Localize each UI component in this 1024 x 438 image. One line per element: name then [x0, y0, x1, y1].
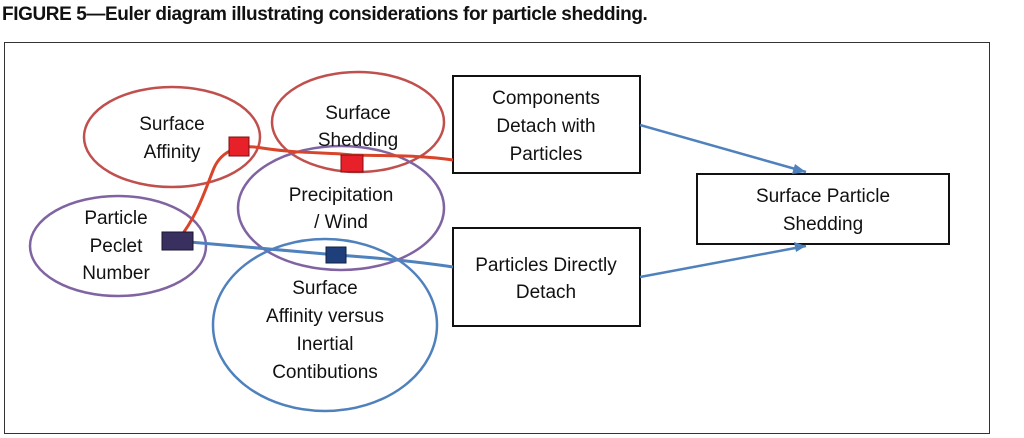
red-square-shedding: [340, 154, 364, 173]
label-surface-affinity-1: Surface: [139, 114, 204, 135]
label-inertial-1: Surface: [292, 278, 357, 299]
arrowhead-directly: [794, 242, 806, 252]
ellipse-particle-peclet: [28, 194, 208, 298]
box-components-detach: [452, 75, 641, 174]
arrow-components-to-shedding: [639, 123, 807, 174]
red-square-affinity: [228, 136, 250, 157]
label-directly-2: Detach: [516, 282, 576, 303]
label-shedding-box-2: Shedding: [783, 214, 863, 235]
red-influence-path: [176, 145, 454, 241]
label-surface-shedding-1: Surface: [325, 103, 390, 124]
label-inertial-2: Affinity versus: [266, 306, 384, 327]
blue-square-precipitation: [325, 246, 347, 264]
figure-caption: FIGURE 5—Euler diagram illustrating cons…: [2, 4, 648, 25]
ellipse-affinity-vs-inertial: [211, 237, 439, 413]
dark-square-peclet: [161, 231, 194, 251]
label-peclet-2: Peclet: [90, 236, 144, 257]
label-peclet-1: Particle: [84, 208, 147, 229]
label-precipitation-2: / Wind: [314, 212, 368, 233]
label-inertial-4: Contibutions: [272, 362, 378, 383]
ellipse-surface-affinity: [82, 85, 262, 189]
label-shedding-box-1: Surface Particle: [756, 186, 890, 207]
label-components-2: Detach with: [496, 116, 595, 137]
label-surface-shedding-2: Shedding: [318, 130, 398, 151]
label-peclet-3: Number: [82, 263, 150, 284]
label-directly-1: Particles Directly: [475, 255, 617, 276]
label-components-1: Components: [492, 88, 600, 109]
ellipse-precipitation-wind: [236, 144, 446, 272]
box-surface-particle-shedding: [696, 173, 950, 245]
label-inertial-3: Inertial: [296, 334, 353, 355]
label-precipitation-1: Precipitation: [289, 185, 394, 206]
arrowhead-components: [792, 164, 806, 174]
box-particles-directly: [452, 227, 641, 327]
arrow-directly-to-shedding: [639, 244, 807, 279]
label-surface-affinity-2: Affinity: [144, 142, 201, 163]
label-components-3: Particles: [510, 144, 583, 165]
